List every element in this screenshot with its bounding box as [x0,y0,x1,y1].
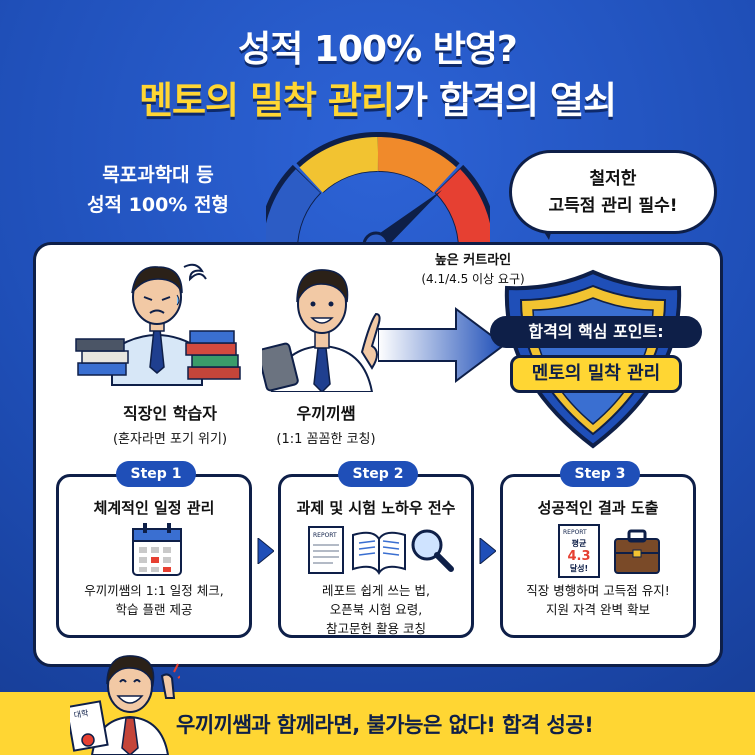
step-3-pill: Step 3 [560,461,640,487]
big-arrow-icon [378,307,506,383]
report-book-magnifier-icon: REPORT [281,523,471,581]
step-3-desc: 직장 병행하며 고득점 유지! 지원 자격 완벽 확보 [503,581,693,619]
step-3-desc-line2: 지원 자격 완벽 확보 [546,602,650,617]
step-1-desc-line2: 학습 플랜 제공 [115,602,193,617]
step-1-title: 체계적인 일정 관리 [93,499,215,517]
subtitle-rest: 가 합격의 열쇠 [394,79,617,122]
step-3-title: 성공적인 결과 도출 [537,499,659,517]
gauge-segment-blue [266,169,321,251]
mentor-teacher-illustration [262,269,381,392]
cheering-mentor-illustration: 대학 [70,655,180,755]
subtitle-highlight: 멘토의 밀착 관리 [138,79,395,122]
cutline-sub: (4.1/4.5 이상 요구) [421,272,525,286]
step-2-report-text: REPORT [313,532,337,539]
key-point-value: 멘토의 밀착 관리 [510,355,682,393]
step-card-3: 성공적인 결과 도출 REPORT 평균 4.3 달성! 직장 병행하며 고득점… [500,474,696,638]
chevron-right-icon [479,538,496,564]
step-card-1: 체계적인 일정 관리 우끼끼쌤의 1:1 일정 체크, 학습 플랜 제공 [56,474,252,638]
step-2-desc-line1: 레포트 쉽게 쓰는 법, [322,583,430,598]
step-3-desc-line1: 직장 병행하며 고득점 유지! [526,583,670,598]
key-point-label: 합격의 핵심 포인트: [490,316,702,348]
learner-caption: 직장인 학습자 (혼자라면 포기 위기) [80,400,260,447]
stressed-worker-illustration [75,263,241,386]
step-2-desc-line3: 참고문헌 활용 코칭 [326,621,426,636]
step-2-pill: Step 2 [338,461,418,487]
footer-doc-label: 대학 [73,708,90,721]
step-1-desc: 우끼끼쌤의 1:1 일정 체크, 학습 플랜 제공 [59,581,249,619]
bubble-line1: 철저한 [589,169,637,189]
admission-note: 목포과학대 등 성적 100% 전형 [58,160,258,220]
step-3-avg-text: 평균 [572,538,587,548]
mentor-sub: (1:1 꼼꼼한 코칭) [276,432,376,447]
step-2-desc: 레포트 쉽게 쓰는 법, 오픈북 시험 요령, 참고문헌 활용 코칭 [281,581,471,638]
mentor-caption: 우끼끼쌤 (1:1 꼼꼼한 코칭) [246,400,406,447]
report-briefcase-icon: REPORT 평균 4.3 달성! [503,523,693,581]
page-title: 성적 100% 반영? [238,29,518,70]
admission-note-line1: 목포과학대 등 [102,164,214,186]
step-2-title: 과제 및 시험 노하우 전수 [296,499,456,517]
gauge-segment-red [435,169,490,251]
step-1-pill: Step 1 [116,461,196,487]
mentor-name: 우끼끼쌤 [296,404,356,423]
step-2-desc-line2: 오픈북 시험 요령, [329,602,423,617]
gauge-meter-icon [266,132,490,259]
gauge-segment-orange [377,136,457,193]
gauge-segment-yellow [299,136,379,193]
step-3-done-text: 달성! [570,563,588,573]
footer-slogan: 우끼끼쌤과 함께라면, 불가능은 없다! 합격 성공! [176,713,594,737]
step-1-desc-line1: 우끼끼쌤의 1:1 일정 체크, [84,583,224,598]
learner-sub: (혼자라면 포기 위기) [112,432,228,447]
cutline-title: 높은 커트라인 [434,253,512,268]
admission-note-line2: 성적 100% 전형 [87,194,229,216]
page-subtitle: 멘토의 밀착 관리가 합격의 열쇠 [0,70,755,124]
speech-bubble: 철저한 고득점 관리 필수! [509,150,717,234]
step-card-2: 과제 및 시험 노하우 전수 REPORT 레포트 쉽게 쓰는 법, 오픈북 시… [278,474,474,638]
calendar-icon [59,523,249,581]
cutline-label: 높은 커트라인 (4.1/4.5 이상 요구) [398,251,548,288]
step-3-report-text: REPORT [563,529,587,536]
chevron-right-icon [257,538,274,564]
gauge-needle [370,190,442,252]
step-3-score-text: 4.3 [567,549,590,564]
learner-name: 직장인 학습자 [123,404,217,423]
bubble-line2: 고득점 관리 필수! [548,196,678,216]
